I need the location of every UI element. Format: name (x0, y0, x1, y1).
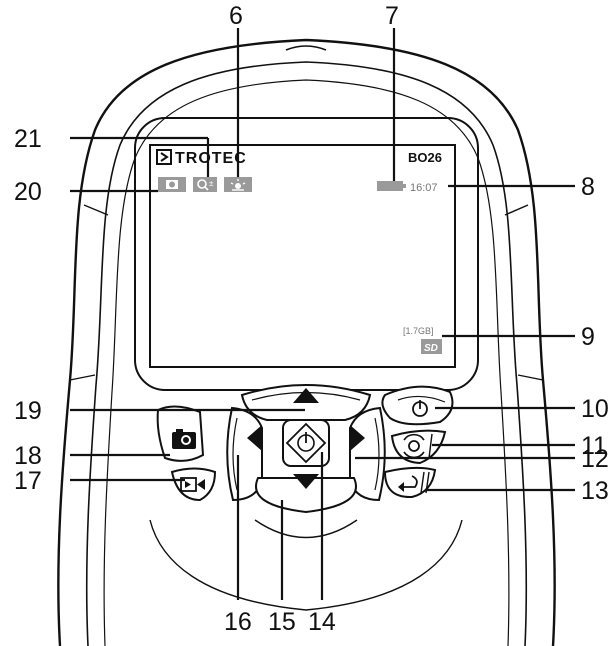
callout-11: 11 (581, 432, 607, 460)
sd-card-label: SD (424, 343, 438, 354)
clock-time: 16:07 (410, 182, 438, 194)
video-button[interactable] (170, 467, 217, 502)
camera-mode-icon (158, 177, 186, 192)
back-icon (400, 475, 418, 488)
callout-16: 16 (224, 608, 252, 636)
arrow-left-icon (247, 425, 262, 451)
callout-numbers: 6 7 8 9 10 11 12 13 14 15 16 17 18 19 20… (14, 2, 609, 636)
callout-21: 21 (14, 125, 42, 153)
callout-10: 10 (581, 395, 609, 423)
callout-8: 8 (581, 173, 595, 201)
back-button[interactable] (383, 466, 437, 499)
arrow-up-icon (293, 388, 319, 403)
model-name: BO26 (408, 150, 442, 165)
callout-12: 12 (581, 445, 609, 473)
photo-button[interactable] (156, 405, 205, 462)
zoom-icon: ± (193, 177, 217, 192)
callout-6: 6 (229, 2, 243, 30)
arrow-down-icon (293, 474, 319, 489)
display-screen: TROTEC BO26 ± 16:07 [1.7GB] (149, 144, 456, 368)
battery-icon (377, 181, 406, 191)
storage-free: [1.7GB] (403, 326, 434, 336)
up-arrow-button[interactable] (240, 384, 372, 421)
callout-17: 17 (14, 467, 42, 495)
svg-text:±: ± (209, 179, 214, 188)
callout-14: 14 (308, 608, 336, 636)
callout-9: 9 (581, 323, 595, 351)
down-arrow-button[interactable] (255, 474, 357, 514)
callout-19: 19 (14, 397, 42, 425)
callout-15: 15 (268, 608, 296, 636)
trotec-logo: TROTEC (156, 149, 247, 167)
led-light-icon (224, 177, 252, 192)
device-housing (57, 38, 556, 646)
rotate-icon (408, 440, 420, 452)
brand-name: TROTEC (175, 150, 247, 167)
ok-button[interactable] (282, 419, 330, 467)
camera-icon (172, 429, 196, 449)
sd-card-badge: SD (421, 339, 442, 354)
callout-7: 7 (385, 2, 399, 30)
right-arrow-button[interactable] (349, 406, 386, 502)
callout-13: 13 (581, 477, 609, 505)
callout-18: 18 (14, 442, 42, 470)
callout-20: 20 (14, 178, 42, 206)
arrow-right-icon (350, 425, 365, 451)
power-button[interactable] (381, 385, 454, 426)
video-icon (180, 477, 205, 492)
left-arrow-button[interactable] (226, 406, 263, 502)
leader-lines (70, 28, 575, 600)
